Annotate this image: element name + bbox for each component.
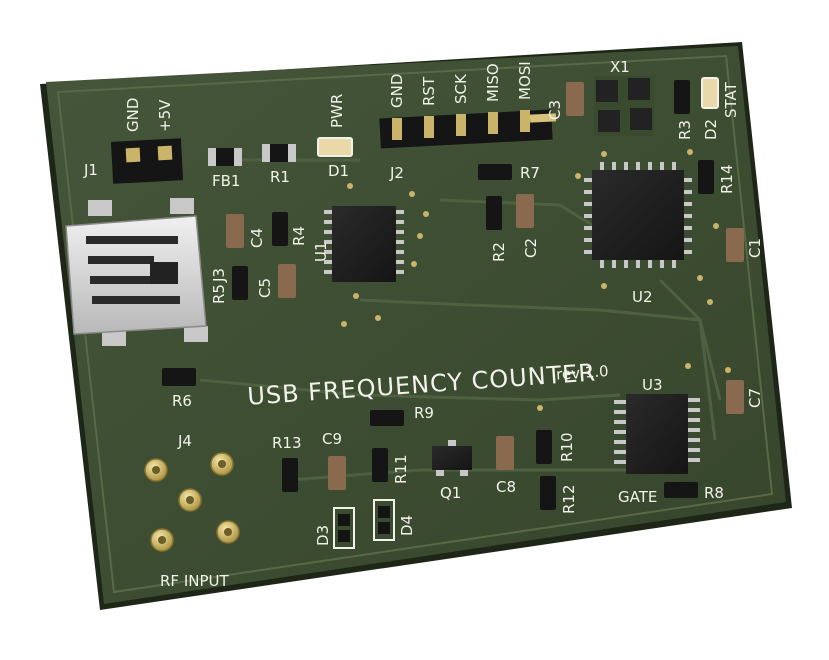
j2-pin4-label: MISO xyxy=(484,63,502,102)
resistor-r7 xyxy=(478,164,512,180)
capacitor-c1 xyxy=(726,228,744,262)
board-outline xyxy=(56,54,774,594)
gate-label: GATE xyxy=(618,488,657,506)
capacitor-c9 xyxy=(328,456,346,490)
j2-pin3-label: SCK xyxy=(452,73,470,104)
capacitor-c8 xyxy=(496,436,514,470)
ic-u1 xyxy=(324,206,404,282)
d4-ref: D4 xyxy=(398,515,416,536)
r3-ref: R3 xyxy=(676,120,694,140)
r14-ref: R14 xyxy=(718,164,736,194)
j2-pin5-label: MOSI xyxy=(516,61,534,100)
j2-ref: J2 xyxy=(389,164,404,182)
j3-ref: J3 xyxy=(210,268,228,283)
c4-ref: C4 xyxy=(248,228,266,248)
c2-ref: C2 xyxy=(522,238,540,258)
d1-label: PWR xyxy=(328,94,346,128)
c5-ref: C5 xyxy=(256,278,274,298)
j2-pin2-label: RST xyxy=(420,76,438,106)
c8-ref: C8 xyxy=(496,478,516,496)
capacitor-c7 xyxy=(726,380,744,414)
r9-ref: R9 xyxy=(414,404,434,422)
r4-ref: R4 xyxy=(290,226,308,246)
rf-input-label: RF INPUT xyxy=(160,572,229,590)
resistor-r14 xyxy=(698,160,714,194)
r6-ref: R6 xyxy=(172,392,192,410)
rf-input-connector[interactable] xyxy=(144,452,240,552)
resistor-r2 xyxy=(486,196,502,230)
capacitor-c5 xyxy=(278,264,296,298)
r13-ref: R13 xyxy=(272,434,302,452)
q1-ref: Q1 xyxy=(440,484,461,502)
j4-ref: J4 xyxy=(177,432,192,450)
led-d1 xyxy=(317,137,353,157)
resistor-r1 xyxy=(262,144,296,162)
c9-ref: C9 xyxy=(322,430,342,448)
header-j1[interactable] xyxy=(110,138,184,184)
r11-ref: R11 xyxy=(392,454,410,484)
resistor-r5 xyxy=(232,266,248,300)
capacitor-c3 xyxy=(566,82,584,116)
capacitor-c2 xyxy=(516,194,534,228)
resistor-r6 xyxy=(162,368,196,386)
d2-label: STAT xyxy=(722,81,740,118)
traces xyxy=(199,158,722,482)
c3-ref: C3 xyxy=(546,100,564,120)
capacitor-c4 xyxy=(226,214,244,248)
j1-pin2-label: +5V xyxy=(156,99,174,132)
r2-ref: R2 xyxy=(490,242,508,262)
r10-ref: R10 xyxy=(558,432,576,462)
header-j2[interactable] xyxy=(379,109,557,149)
led-d2 xyxy=(701,77,719,109)
c7-ref: C7 xyxy=(746,388,764,408)
resistor-r9 xyxy=(370,410,404,426)
j1-ref: J1 xyxy=(83,161,98,179)
r8-ref: R8 xyxy=(704,484,724,502)
j1-pin1-label: GND xyxy=(124,98,142,132)
ferrite-fb1 xyxy=(208,148,242,166)
r1-ref: R1 xyxy=(270,168,290,186)
r7-ref: R7 xyxy=(520,164,540,182)
board-revision: rev 1.0 xyxy=(556,362,610,384)
ic-u2 xyxy=(584,162,692,268)
resistor-r13 xyxy=(282,458,298,492)
d1-ref: D1 xyxy=(328,162,349,180)
u1-ref: U1 xyxy=(312,241,330,262)
diode-d3 xyxy=(333,507,355,549)
resistor-r11 xyxy=(372,448,388,482)
crystal-x1 xyxy=(594,76,654,136)
r5-ref: R5 xyxy=(210,284,228,304)
usb-connector[interactable] xyxy=(65,198,208,346)
fb1-ref: FB1 xyxy=(212,172,240,190)
j2-pin1-label: GND xyxy=(388,74,406,108)
resistor-r12 xyxy=(540,476,556,510)
resistor-r10 xyxy=(536,430,552,464)
diode-d4 xyxy=(373,499,395,541)
resistor-r8 xyxy=(664,482,698,498)
resistor-r4 xyxy=(272,212,288,246)
ic-u3 xyxy=(614,394,700,474)
u3-ref: U3 xyxy=(642,376,663,394)
resistor-r3 xyxy=(674,80,690,114)
c1-ref: C1 xyxy=(746,238,764,258)
d2-ref: D2 xyxy=(702,119,720,140)
x1-ref: X1 xyxy=(610,58,630,76)
transistor-q1 xyxy=(432,440,472,476)
u2-ref: U2 xyxy=(632,288,653,306)
d3-ref: D3 xyxy=(314,525,332,546)
vias xyxy=(341,149,731,411)
r12-ref: R12 xyxy=(560,484,578,514)
